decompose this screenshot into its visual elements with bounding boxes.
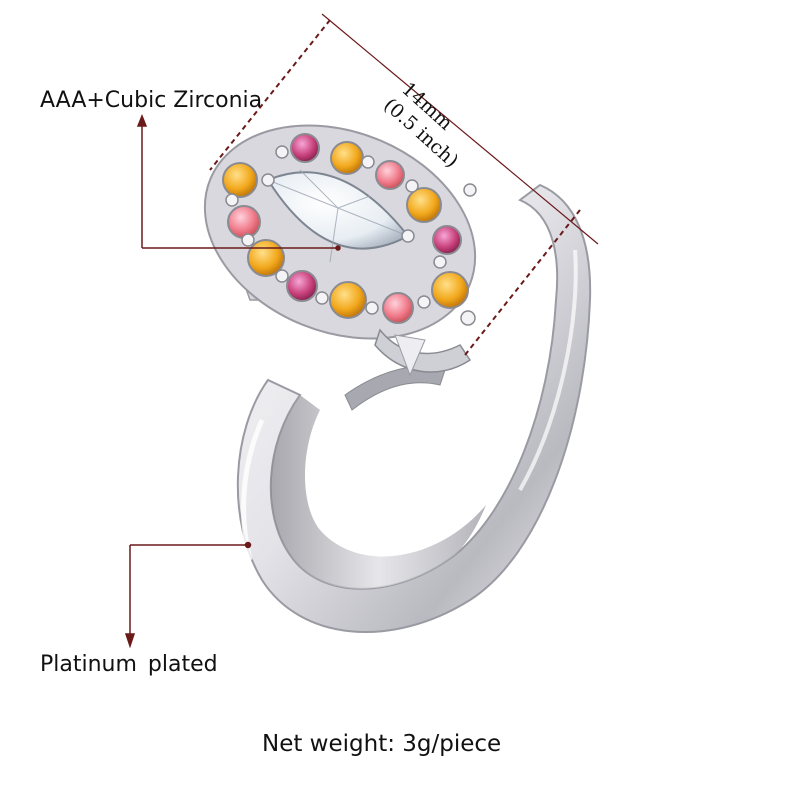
stone <box>431 271 469 309</box>
stone <box>222 162 258 198</box>
dimension-lines <box>209 13 599 356</box>
stone <box>227 205 261 239</box>
leader-lines <box>124 113 341 649</box>
weight-label: Net weight: 3g/piece <box>262 731 502 757</box>
stone <box>286 270 318 302</box>
center-marquise-stone <box>261 169 415 263</box>
finish-label: Platinum plated <box>40 652 218 677</box>
stone <box>329 281 367 319</box>
stone <box>382 292 414 324</box>
stone <box>330 141 364 175</box>
prongs <box>225 145 477 326</box>
stone <box>406 187 442 223</box>
stone <box>375 160 405 190</box>
halo-stones <box>222 133 469 324</box>
stone <box>247 239 285 277</box>
stone <box>290 133 320 163</box>
stone <box>432 225 462 255</box>
material-label: AAA+Cubic Zirconia <box>40 88 263 113</box>
